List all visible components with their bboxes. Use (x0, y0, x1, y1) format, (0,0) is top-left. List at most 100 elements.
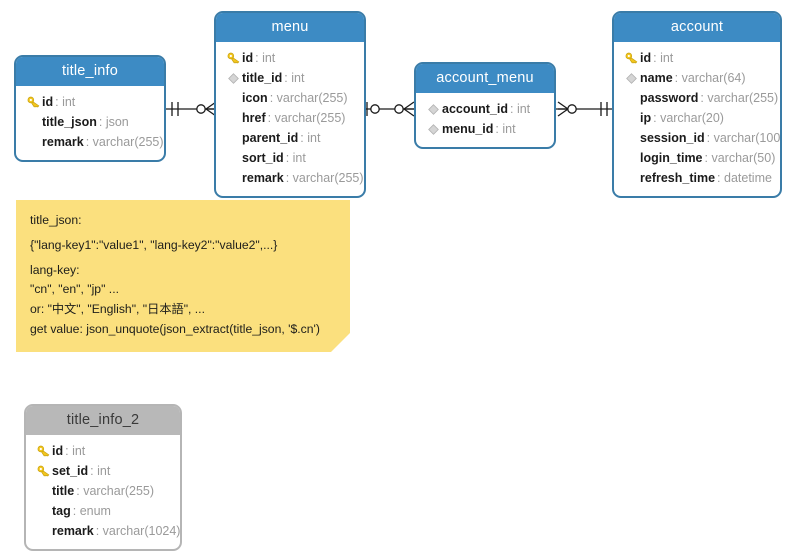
note-line: "cn", "en", "jp" ... (30, 282, 119, 297)
field-type: : int (653, 51, 674, 65)
field-name: menu_id (442, 122, 494, 136)
note-title_json[interactable]: title_json: {"lang-key1":"value1", "lang… (16, 200, 350, 352)
primary-key-icon (35, 444, 52, 458)
entity-title-title_info_2: title_info_2 (26, 406, 180, 435)
field-name: set_id (52, 464, 89, 478)
field-row[interactable]: id : int (216, 48, 364, 68)
field-row[interactable]: id : int (26, 441, 180, 461)
entity-fields-account_menu: account_id : int menu_id : int (416, 93, 554, 147)
field-type: : int (255, 51, 276, 65)
field-row[interactable]: href : varchar(255) (216, 108, 364, 128)
field-name: remark (42, 135, 84, 149)
field-row[interactable]: parent_id : int (216, 128, 364, 148)
field-row[interactable]: id : int (614, 48, 780, 68)
field-type: : varchar(100) (706, 131, 782, 145)
no-key-icon (225, 111, 242, 125)
field-row[interactable]: title_id : int (216, 68, 364, 88)
field-type: : int (495, 122, 516, 136)
field-row[interactable]: tag : enum (26, 501, 180, 521)
no-key-icon (623, 91, 640, 105)
field-row[interactable]: login_time : varchar(50) (614, 148, 780, 168)
note-line: or: "中文", "English", "日本語", ... (30, 302, 205, 317)
field-row[interactable]: session_id : varchar(100) (614, 128, 780, 148)
field-name: remark (52, 524, 94, 538)
no-key-icon (623, 111, 640, 125)
foreign-key-icon (425, 102, 442, 116)
primary-key-icon (623, 51, 640, 65)
field-name: tag (52, 504, 71, 518)
field-row[interactable]: menu_id : int (416, 119, 554, 139)
field-row[interactable]: title : varchar(255) (26, 481, 180, 501)
field-row[interactable]: remark : varchar(255) (216, 168, 364, 188)
field-row[interactable]: id : int (16, 92, 164, 112)
field-name: id (640, 51, 652, 65)
field-type: : varchar(1024) (95, 524, 181, 538)
field-type: : int (285, 151, 306, 165)
note-line: lang-key: (30, 262, 80, 277)
field-type: : varchar(50) (704, 151, 776, 165)
field-type: : varchar(255) (76, 484, 155, 498)
field-name: refresh_time (640, 171, 716, 185)
field-row[interactable]: remark : varchar(255) (16, 132, 164, 152)
entity-title_info_2[interactable]: title_info_2 id : int set_id : int title… (24, 404, 182, 551)
no-key-icon (225, 151, 242, 165)
foreign-key-icon (225, 71, 242, 85)
relationship-title_info-menu (166, 98, 218, 120)
field-type: : varchar(255) (267, 111, 346, 125)
field-row[interactable]: name : varchar(64) (614, 68, 780, 88)
field-name: title_id (242, 71, 283, 85)
field-name: id (42, 95, 54, 109)
no-key-icon (35, 524, 52, 538)
field-type: : int (90, 464, 111, 478)
no-key-icon (35, 504, 52, 518)
field-name: parent_id (242, 131, 299, 145)
field-row[interactable]: icon : varchar(255) (216, 88, 364, 108)
field-type: : varchar(255) (269, 91, 348, 105)
field-type: : json (98, 115, 129, 129)
primary-key-icon (25, 95, 42, 109)
field-name: remark (242, 171, 284, 185)
field-name: id (242, 51, 254, 65)
note-line: get value: json_unquote(json_extract(tit… (30, 322, 320, 337)
field-name: href (242, 111, 266, 125)
entity-account[interactable]: account id : int name : varchar(64) pass… (612, 11, 782, 198)
field-name: account_id (442, 102, 508, 116)
entity-title_info[interactable]: title_info id : int title_json : json re… (14, 55, 166, 162)
foreign-key-icon (425, 122, 442, 136)
note-fold-corner (331, 333, 350, 352)
field-type: : enum (72, 504, 111, 518)
field-name: sort_id (242, 151, 284, 165)
no-key-icon (623, 171, 640, 185)
entity-fields-title_info_2: id : int set_id : int title : varchar(25… (26, 435, 180, 549)
no-key-icon (225, 91, 242, 105)
field-row[interactable]: title_json : json (16, 112, 164, 132)
field-type: : int (65, 444, 86, 458)
field-row[interactable]: ip : varchar(20) (614, 108, 780, 128)
note-line: title_json: (30, 213, 82, 227)
field-name: password (640, 91, 699, 105)
field-row[interactable]: account_id : int (416, 99, 554, 119)
field-row[interactable]: remark : varchar(1024) (26, 521, 180, 541)
entity-title-account_menu: account_menu (416, 64, 554, 93)
no-key-icon (623, 131, 640, 145)
no-key-icon (225, 171, 242, 185)
entity-account_menu[interactable]: account_menu account_id : int menu_id : … (414, 62, 556, 149)
primary-key-icon (225, 51, 242, 65)
field-name: title_json (42, 115, 97, 129)
primary-key-icon (35, 464, 52, 478)
field-type: : varchar(20) (653, 111, 724, 125)
field-type: : int (510, 102, 531, 116)
field-row[interactable]: refresh_time : datetime (614, 168, 780, 188)
no-key-icon (25, 135, 42, 149)
field-row[interactable]: set_id : int (26, 461, 180, 481)
field-type: : varchar(255) (700, 91, 779, 105)
field-name: icon (242, 91, 268, 105)
field-row[interactable]: password : varchar(255) (614, 88, 780, 108)
entity-fields-title_info: id : int title_json : json remark : varc… (16, 86, 164, 160)
entity-menu[interactable]: menu id : int title_id : int icon : varc… (214, 11, 366, 198)
note-line: {"lang-key1":"value1", "lang-key2":"valu… (30, 237, 278, 252)
field-type: : varchar(255) (285, 171, 364, 185)
field-type: : int (300, 131, 321, 145)
no-key-icon (623, 151, 640, 165)
field-row[interactable]: sort_id : int (216, 148, 364, 168)
